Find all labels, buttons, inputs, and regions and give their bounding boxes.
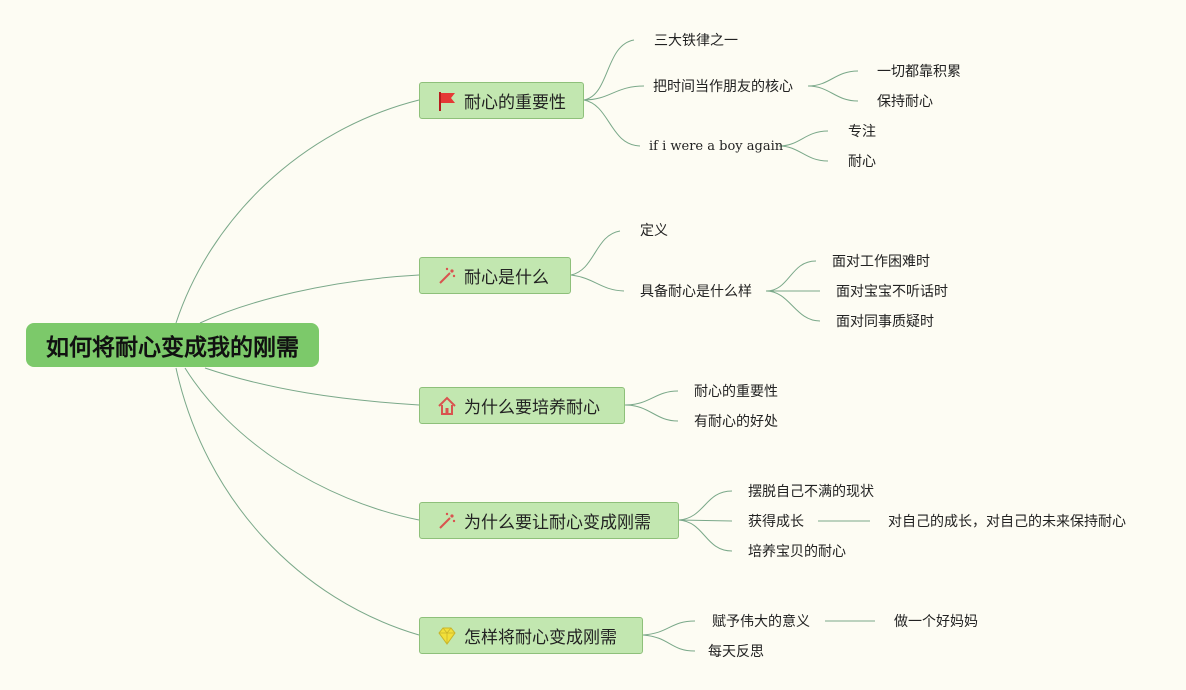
connector-b1-c1-g2 xyxy=(765,290,821,322)
connector-b0-c1-g0 xyxy=(807,70,859,87)
branch-why-cultivate-patience[interactable]: 为什么要培养耐心 xyxy=(419,387,625,424)
connector-b1-c0 xyxy=(570,230,621,276)
topic-facing-work-difficulties[interactable]: 面对工作困难时 xyxy=(832,254,930,270)
connector-root-b0 xyxy=(175,99,420,324)
topic-keep-patience[interactable]: 保持耐心 xyxy=(877,94,933,110)
connector-b0-c1-g1 xyxy=(807,85,859,102)
magic-wand-icon xyxy=(436,510,458,532)
magic-wand-icon xyxy=(436,265,458,287)
house-icon xyxy=(436,395,458,417)
connector-b0-c2-g1 xyxy=(778,145,829,162)
topic-three-iron-rules[interactable]: 三大铁律之一 xyxy=(654,33,738,49)
branch-label: 耐心的重要性 xyxy=(464,93,566,113)
connector-root-b1 xyxy=(199,274,420,324)
diamond-icon xyxy=(436,625,458,647)
topic-importance-of-patience[interactable]: 耐心的重要性 xyxy=(694,384,778,400)
connector-b1-c1 xyxy=(570,274,625,292)
topic-what-patience-looks-like[interactable]: 具备耐心是什么样 xyxy=(640,284,752,300)
connector-b4-c0 xyxy=(642,620,696,636)
red-flag-icon xyxy=(436,90,458,112)
topic-facing-disobedient-baby[interactable]: 面对宝宝不听话时 xyxy=(836,284,948,300)
connector-b3-c1 xyxy=(678,519,733,522)
topic-time-as-friend[interactable]: 把时间当作朋友的核心 xyxy=(653,79,793,95)
topic-if-i-were-a-boy-again[interactable]: if i were a boy again xyxy=(649,139,784,154)
branch-label: 为什么要培养耐心 xyxy=(464,398,600,418)
topic-give-great-meaning[interactable]: 赋予伟大的意义 xyxy=(712,614,810,630)
connector-root-b3 xyxy=(184,367,420,521)
topic-patience[interactable]: 耐心 xyxy=(848,154,876,170)
topic-benefits-of-patience[interactable]: 有耐心的好处 xyxy=(694,414,778,430)
branch-how-make-patience-essential[interactable]: 怎样将耐心变成刚需 xyxy=(419,617,643,654)
topic-escape-dissatisfaction[interactable]: 摆脱自己不满的现状 xyxy=(748,484,874,500)
topic-cultivate-baby-patience[interactable]: 培养宝贝的耐心 xyxy=(748,544,846,560)
topic-definition[interactable]: 定义 xyxy=(640,223,668,239)
connector-b4-c1 xyxy=(642,634,696,652)
topic-facing-colleague-doubts[interactable]: 面对同事质疑时 xyxy=(836,314,934,330)
connector-root-b2 xyxy=(204,367,420,406)
topic-patience-with-own-future[interactable]: 对自己的成长，对自己的未来保持耐心 xyxy=(888,514,1126,530)
branch-label: 耐心是什么 xyxy=(464,268,549,288)
topic-daily-reflection[interactable]: 每天反思 xyxy=(708,644,764,660)
connector-b0-c2 xyxy=(583,99,641,147)
connector-b3-c0 xyxy=(678,490,733,521)
connector-b1-c1-g0 xyxy=(765,260,817,292)
connector-b0-c1 xyxy=(583,85,645,101)
topic-focus[interactable]: 专注 xyxy=(848,124,876,140)
branch-importance[interactable]: 耐心的重要性 xyxy=(419,82,584,119)
connector-b2-c1 xyxy=(624,404,679,422)
topic-accumulation[interactable]: 一切都靠积累 xyxy=(877,64,961,80)
connector-root-b4 xyxy=(175,367,420,636)
root-topic[interactable]: 如何将耐心变成我的刚需 xyxy=(26,323,319,367)
connector-b0-c0 xyxy=(583,39,635,101)
connector-b0-c2-g0 xyxy=(778,130,829,147)
branch-why-make-patience-essential[interactable]: 为什么要让耐心变成刚需 xyxy=(419,502,679,539)
connector-b2-c0 xyxy=(624,390,679,406)
branch-label: 为什么要让耐心变成刚需 xyxy=(464,513,651,533)
topic-gain-growth[interactable]: 获得成长 xyxy=(748,514,804,530)
connector-b3-c2 xyxy=(678,519,733,552)
branch-what-is-patience[interactable]: 耐心是什么 xyxy=(419,257,571,294)
topic-be-a-good-mom[interactable]: 做一个好妈妈 xyxy=(894,614,978,630)
branch-label: 怎样将耐心变成刚需 xyxy=(464,628,617,648)
